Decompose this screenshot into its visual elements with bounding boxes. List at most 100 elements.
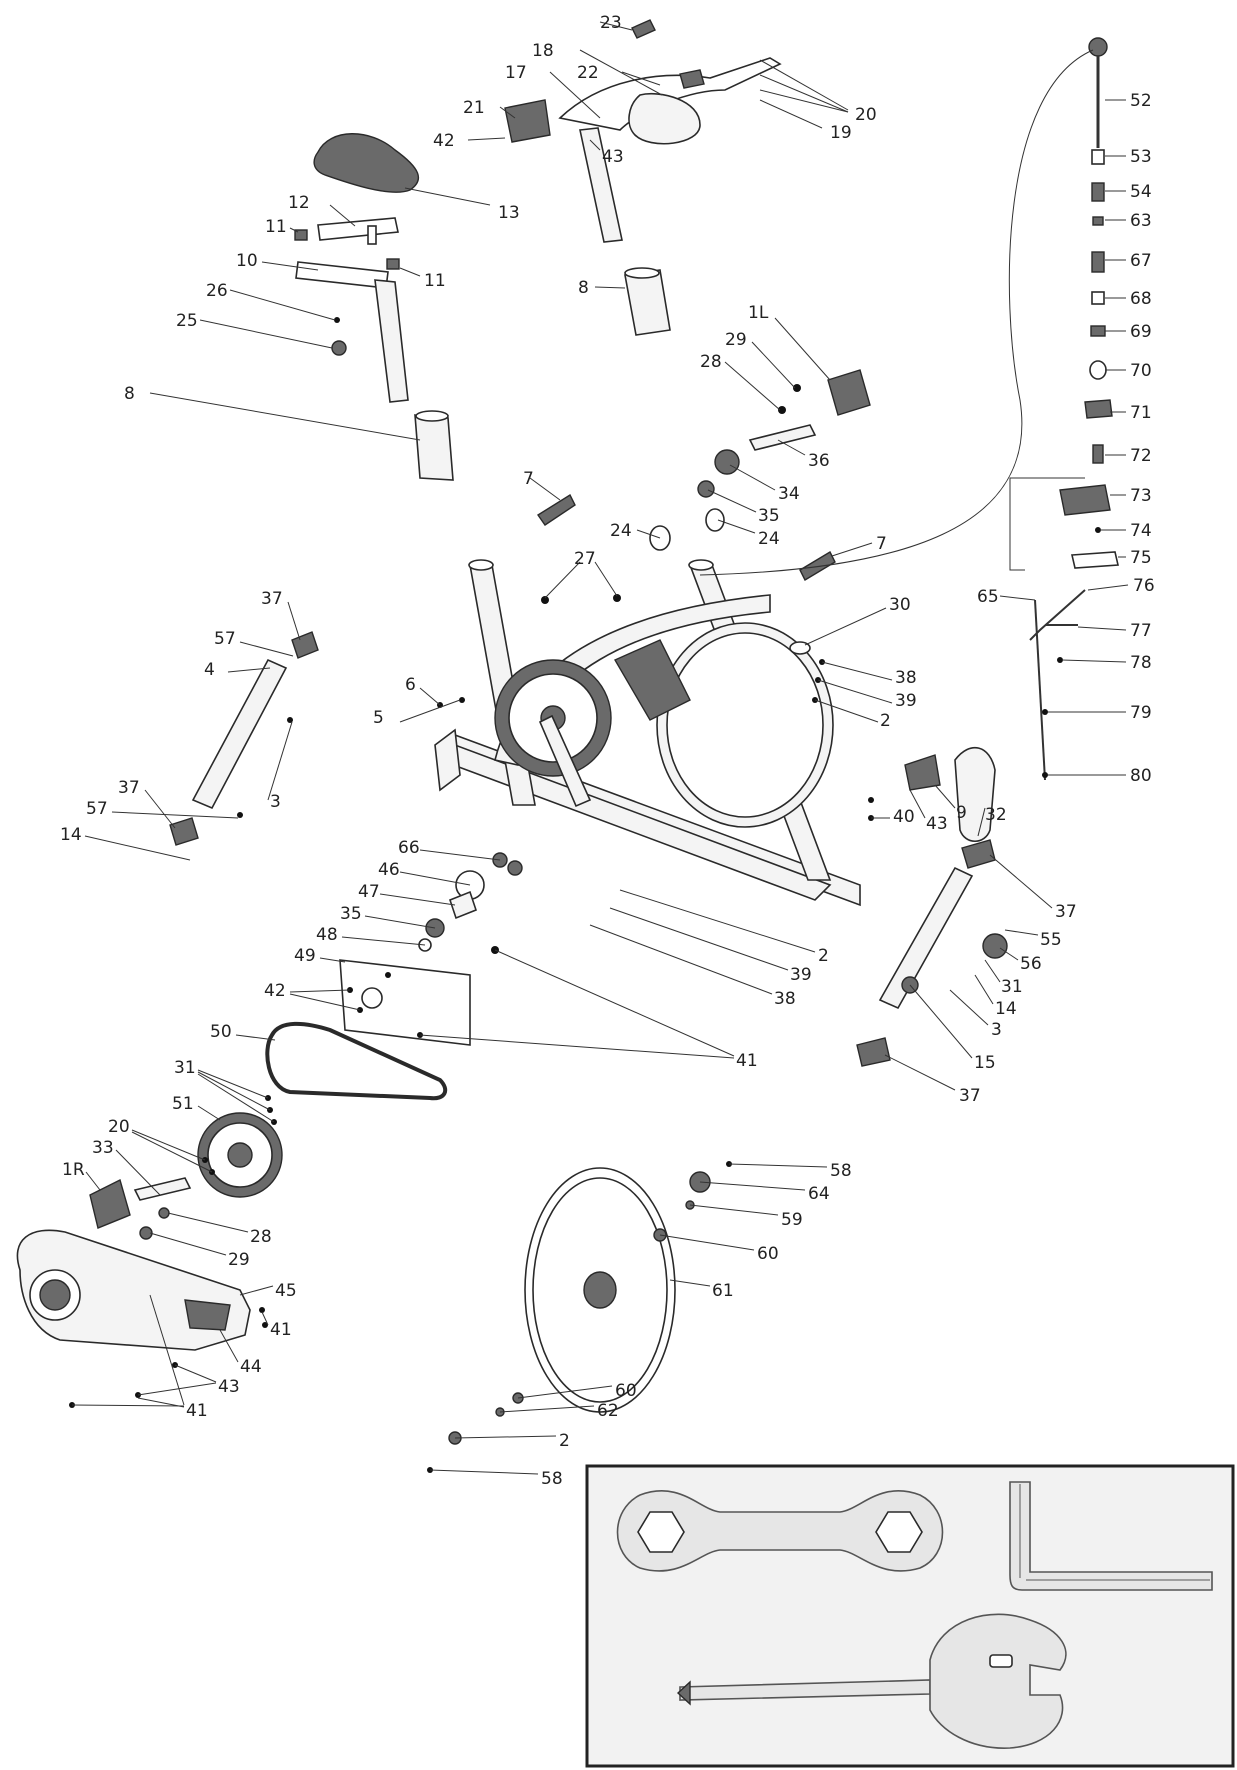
open-end-wrench-icon — [616, 1490, 944, 1572]
callout-c67: 67 — [1130, 251, 1152, 271]
callout-c45: 45 — [275, 1281, 297, 1301]
callout-c4: 4 — [204, 660, 215, 680]
callout-c72: 72 — [1130, 446, 1152, 466]
callout-c70: 70 — [1130, 361, 1152, 381]
callout-c20b: 20 — [108, 1117, 130, 1137]
callout-c59: 59 — [781, 1210, 803, 1230]
callout-c78: 78 — [1130, 653, 1152, 673]
callout-c53: 53 — [1130, 147, 1152, 167]
callout-c57a: 57 — [214, 629, 236, 649]
callout-c13: 13 — [498, 203, 520, 223]
callout-c41b: 41 — [270, 1320, 292, 1340]
callout-c52: 52 — [1130, 91, 1152, 111]
callout-c18: 18 — [532, 41, 554, 61]
misc-parts — [437, 493, 996, 843]
callout-c11b: 11 — [424, 271, 446, 291]
callout-c37b: 37 — [118, 778, 140, 798]
callout-c76: 76 — [1133, 576, 1155, 596]
callout-c58b: 58 — [541, 1469, 563, 1489]
callout-c24a: 24 — [610, 521, 632, 541]
callout-c38b: 38 — [774, 989, 796, 1009]
callout-c43c: 43 — [218, 1377, 240, 1397]
callout-c39b: 39 — [790, 965, 812, 985]
callout-c68: 68 — [1130, 289, 1152, 309]
callout-c44: 44 — [240, 1357, 262, 1377]
leader-lines — [71, 21, 1129, 1475]
callout-c41a: 41 — [736, 1051, 758, 1071]
callout-c57b: 57 — [86, 799, 108, 819]
callout-c14a: 14 — [60, 825, 82, 845]
callout-c75: 75 — [1130, 548, 1152, 568]
callout-c37a: 37 — [261, 589, 283, 609]
callout-c6: 6 — [405, 675, 416, 695]
callout-c31a: 31 — [1001, 977, 1023, 997]
callout-c37d: 37 — [959, 1086, 981, 1106]
callout-c38a: 38 — [895, 668, 917, 688]
chain-guard — [16, 1229, 268, 1408]
callout-c28b: 28 — [250, 1227, 272, 1247]
left-pedal-group — [697, 369, 871, 498]
brake-column — [699, 37, 1119, 576]
callout-c61: 61 — [712, 1281, 734, 1301]
rear-stabilizer — [169, 631, 319, 846]
callout-c32: 32 — [985, 805, 1007, 825]
callout-c79: 79 — [1130, 703, 1152, 723]
brake-linkage — [1009, 477, 1086, 781]
front-stabilizer — [856, 839, 1008, 1067]
callout-c24b: 24 — [758, 529, 780, 549]
callout-c7a: 7 — [523, 469, 534, 489]
drive-belt — [265, 1021, 448, 1101]
callout-c42b: 42 — [264, 981, 286, 1001]
callout-c39a: 39 — [895, 691, 917, 711]
callout-c65: 65 — [977, 587, 999, 607]
callout-c63: 63 — [1130, 211, 1152, 231]
callout-c60b: 60 — [615, 1381, 637, 1401]
callout-c73: 73 — [1130, 486, 1152, 506]
callout-c17: 17 — [505, 63, 527, 83]
callout-c23: 23 — [600, 13, 622, 33]
callout-c60a: 60 — [757, 1244, 779, 1264]
callout-c31b: 31 — [174, 1058, 196, 1078]
callout-c46: 46 — [378, 860, 400, 880]
callout-c25: 25 — [176, 311, 198, 331]
callout-c29b: 29 — [228, 1250, 250, 1270]
callout-c1L: 1L — [748, 303, 769, 323]
callout-c28a: 28 — [700, 352, 722, 372]
callout-c55: 55 — [1040, 930, 1062, 950]
callout-c27: 27 — [574, 549, 596, 569]
callout-c69: 69 — [1130, 322, 1152, 342]
cover-plate — [339, 946, 499, 1046]
callout-c19: 19 — [830, 123, 852, 143]
callout-c21: 21 — [463, 98, 485, 118]
callout-c11a: 11 — [265, 217, 287, 237]
callout-c8b: 8 — [124, 384, 135, 404]
callout-c51: 51 — [172, 1094, 194, 1114]
callout-c77: 77 — [1130, 621, 1152, 641]
callout-c37c: 37 — [1055, 902, 1077, 922]
callout-c2b: 2 — [818, 946, 829, 966]
callout-c35a: 35 — [758, 506, 780, 526]
callout-c66: 66 — [398, 838, 420, 858]
callout-c47: 47 — [358, 882, 380, 902]
pulley-group — [197, 1095, 283, 1198]
tools-box — [585, 1464, 1235, 1768]
flywheel — [427, 1161, 732, 1473]
callout-c71: 71 — [1130, 403, 1152, 423]
callout-c1R: 1R — [62, 1160, 85, 1180]
callout-c58a: 58 — [830, 1161, 852, 1181]
callout-c2a: 2 — [880, 711, 891, 731]
right-pedal-group — [89, 1177, 192, 1240]
callout-c74: 74 — [1130, 521, 1152, 541]
callout-c50: 50 — [210, 1022, 232, 1042]
callout-c10: 10 — [236, 251, 258, 271]
callout-c80: 80 — [1130, 766, 1152, 786]
callout-c34: 34 — [778, 484, 800, 504]
callout-c5: 5 — [373, 708, 384, 728]
callout-c36: 36 — [808, 451, 830, 471]
callout-c3a: 3 — [270, 792, 281, 812]
callout-c3b: 3 — [991, 1020, 1002, 1040]
callout-c33: 33 — [92, 1138, 114, 1158]
callout-c7b: 7 — [876, 534, 887, 554]
main-frame — [434, 559, 861, 907]
